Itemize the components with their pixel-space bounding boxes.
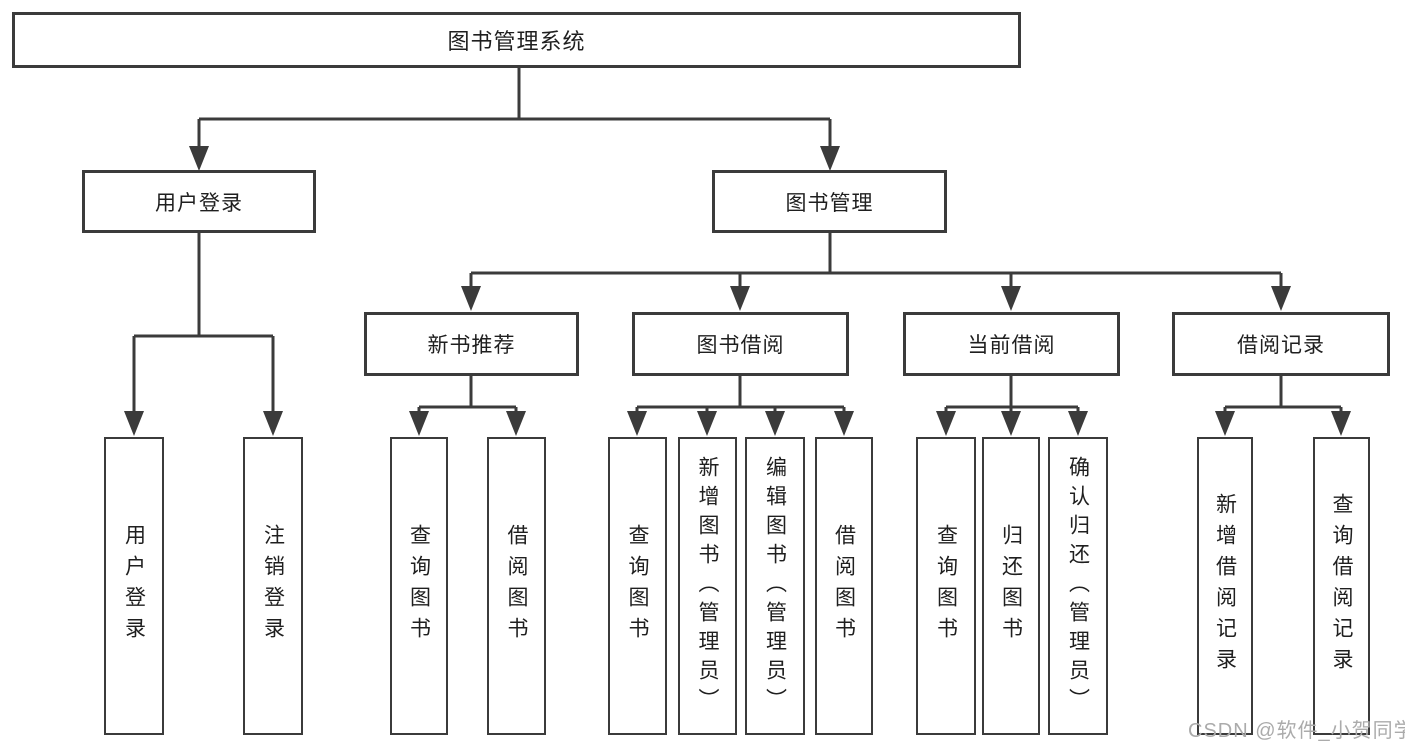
leaf-label: 查询借阅记录	[1330, 493, 1353, 679]
node-current-borrowing: 当前借阅	[903, 312, 1120, 376]
leaf-user-login: 用户登录	[104, 437, 164, 735]
node-user-login: 用户登录	[82, 170, 316, 233]
node-new-book-recommendation: 新书推荐	[364, 312, 579, 376]
leaf-label: 查询图书	[934, 524, 958, 648]
leaf-query-books: 查询图书	[916, 437, 976, 735]
leaf-label: 查询图书	[626, 524, 649, 648]
leaf-borrow-books: 借阅图书	[487, 437, 546, 735]
node-label: 图书管理系统	[447, 29, 586, 54]
node-borrowing-records: 借阅记录	[1172, 312, 1390, 376]
leaf-label: 编辑图书（管理员）	[763, 455, 787, 717]
node-label: 新书推荐	[427, 334, 516, 357]
leaf-query-books: 查询图书	[390, 437, 448, 735]
leaf-label: 注销登录	[261, 524, 285, 648]
leaf-label: 归还图书	[999, 524, 1023, 648]
node-book-management: 图书管理	[712, 170, 947, 233]
node-label: 借阅记录	[1237, 334, 1325, 357]
leaf-label: 查询图书	[407, 524, 431, 648]
node-label: 图书借阅	[696, 334, 785, 357]
leaf-label: 借阅图书	[505, 524, 528, 648]
leaf-confirm-return-admin: 确认归还（管理员）	[1048, 437, 1108, 735]
leaf-label: 确认归还（管理员）	[1066, 455, 1090, 717]
node-label: 图书管理	[785, 191, 874, 215]
leaf-add-book-admin: 新增图书（管理员）	[678, 437, 737, 735]
node-label: 用户登录	[155, 191, 243, 215]
leaf-label: 新增借阅记录	[1213, 493, 1237, 679]
csdn-watermark: CSDN @软件_小贺同学	[1188, 720, 1405, 742]
leaf-return-books: 归还图书	[982, 437, 1040, 735]
node-book-borrowing: 图书借阅	[632, 312, 849, 376]
leaf-query-borrow-record: 查询借阅记录	[1313, 437, 1370, 735]
leaf-add-borrow-record: 新增借阅记录	[1197, 437, 1253, 735]
node-library-management-system: 图书管理系统	[12, 12, 1021, 68]
node-label: 当前借阅	[967, 334, 1056, 357]
leaf-logout: 注销登录	[243, 437, 303, 735]
leaf-label: 借阅图书	[832, 524, 856, 648]
leaf-label: 新增图书（管理员）	[696, 455, 719, 717]
leaf-edit-book-admin: 编辑图书（管理员）	[745, 437, 805, 735]
leaf-borrow-books: 借阅图书	[815, 437, 873, 735]
leaf-label: 用户登录	[122, 524, 146, 648]
leaf-query-books: 查询图书	[608, 437, 667, 735]
